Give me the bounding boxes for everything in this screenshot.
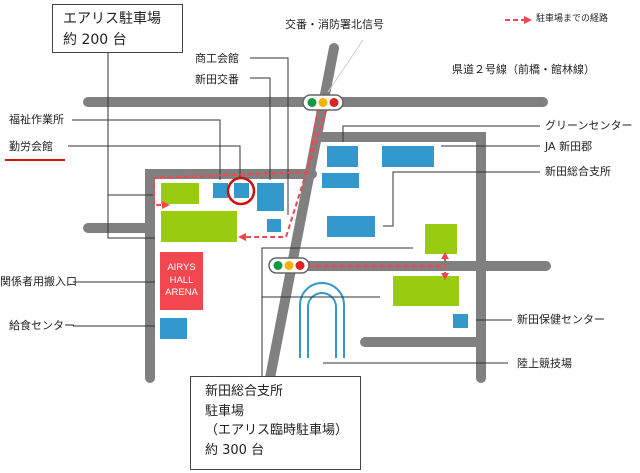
parking-lot (161, 183, 199, 204)
label-kyushoku: 給食センター (9, 319, 75, 332)
label-hoken: 新田保健センター (517, 313, 605, 326)
arena-building: AIRYS HALL ARENA (160, 252, 203, 310)
label-fukushi: 福祉作業所 (9, 113, 64, 126)
building-ja (382, 146, 434, 167)
building-green-center (327, 146, 358, 167)
athletic-track (299, 282, 345, 358)
route-arrowheads (162, 16, 532, 280)
arena-line1: AIRYS (167, 261, 196, 273)
label-shoko-kaikan: 商工会館 (195, 52, 239, 65)
leader-lines (68, 52, 540, 376)
parking-main-box: エアリス駐車場 約 200 台 (52, 4, 183, 53)
signal-pointer (327, 39, 364, 93)
building (322, 173, 359, 188)
label-route2: 県道２号線（前橋・館林線） (452, 63, 595, 76)
parking-temp-capacity: 約 300 台 (205, 442, 265, 458)
parking-lot (425, 224, 457, 254)
parking-lot (393, 276, 459, 306)
parking-temp-box: 新田総合支所 駐車場 （エアリス臨時駐車場） 約 300 台 (190, 376, 361, 470)
parking-temp-line1: 新田総合支所 (205, 384, 284, 399)
building-shoko-kaikan (257, 183, 284, 211)
building-koban (267, 219, 281, 232)
label-kinro-kaikan: 勤労会館 (9, 140, 53, 153)
label-ja: JA 新田郡 (545, 140, 593, 153)
parking-lot (161, 211, 237, 242)
parking-main-capacity: 約 200 台 (63, 32, 127, 48)
label-kankeisha: 関係者用搬入口 (0, 275, 77, 288)
arena-line3: ARENA (165, 287, 198, 299)
highlight-circle (226, 176, 256, 206)
label-nitta-koban: 新田交番 (195, 73, 239, 86)
label-green-center: グリーンセンター (545, 119, 633, 132)
building-hoken (453, 314, 468, 328)
parking-route (153, 19, 524, 276)
legend-route-label: 駐車場までの経路 (536, 14, 609, 24)
right-loop-road (313, 132, 486, 383)
parking-temp-line2: 駐車場 (205, 403, 245, 419)
arena-line2: HALL (169, 274, 194, 286)
buildings (160, 146, 468, 339)
parking-lots (161, 183, 459, 306)
label-rikujo: 陸上競技場 (517, 357, 572, 370)
parking-main-title: エアリス駐車場 (63, 11, 161, 27)
building-nitta-sogo (327, 216, 375, 237)
building-kyushoku (160, 318, 187, 339)
building-fukushi (213, 183, 228, 198)
traffic-signal-south (268, 257, 310, 274)
building-kinro-kaikan (234, 183, 249, 198)
parking-temp-line3: （エアリス臨時駐車場） (205, 423, 349, 438)
label-signal-north: 交番・消防署北信号 (285, 18, 384, 31)
traffic-signal-north (302, 94, 344, 111)
label-nitta-sogo: 新田総合支所 (545, 165, 611, 178)
